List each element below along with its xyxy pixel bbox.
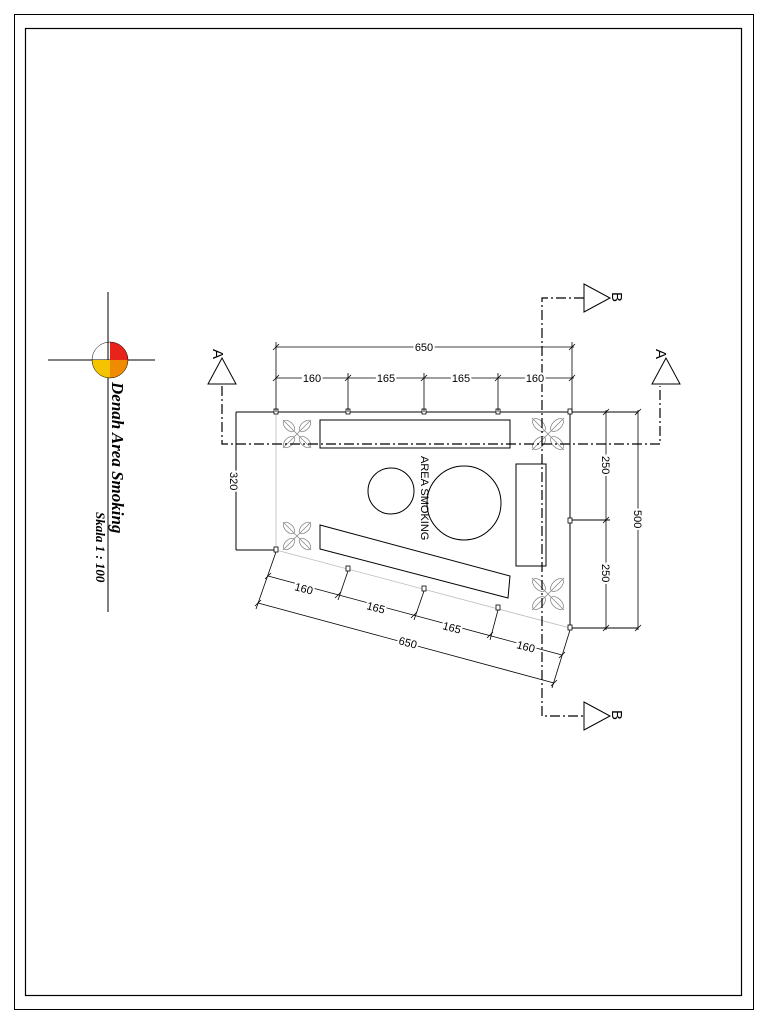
dim-top-seg-2: 165 (377, 373, 395, 385)
dim-right-seg-2: 250 (599, 564, 611, 582)
table-large (426, 465, 502, 541)
section-a-left-arrow-icon (207, 356, 237, 385)
bench-top (319, 419, 511, 449)
north-logo-icon (91, 341, 129, 379)
dim-bottom-seg-3: 165 (441, 620, 462, 636)
section-a-right-arrow-icon (651, 356, 681, 385)
room-plan (235, 408, 638, 631)
bottom-dimension-lines (254, 551, 571, 689)
dim-bottom-seg-4: 160 (515, 639, 536, 655)
column-marker (345, 565, 351, 572)
column-marker (567, 517, 573, 524)
plant-icon (531, 577, 565, 611)
drawing-title: Denah Area Smoking (108, 381, 127, 534)
top-dimension-lines (272, 342, 576, 412)
room-label: AREA SMOKING (418, 456, 430, 540)
dim-top-total: 650 (415, 342, 433, 354)
section-b-line (541, 283, 612, 731)
bench-right (515, 463, 547, 567)
plant-icon (282, 521, 312, 551)
plant-icon (282, 419, 312, 449)
section-b-bottom-arrow-icon (583, 701, 612, 731)
right-dimension-lines (602, 408, 642, 632)
inner-border (24, 27, 743, 997)
dim-bottom-total: 650 (397, 635, 418, 651)
dim-top-seg-1: 160 (303, 373, 321, 385)
column-marker (567, 408, 573, 415)
section-b-top-arrow-icon (583, 283, 612, 313)
column-marker (495, 604, 501, 611)
table-small (367, 467, 415, 515)
dim-top-seg-4: 160 (526, 373, 544, 385)
dim-right-total: 500 (631, 510, 643, 528)
dim-bottom-seg-2: 165 (365, 600, 386, 616)
plant-icons (282, 417, 565, 611)
dim-left-height: 320 (227, 472, 239, 490)
dim-bottom-seg-1: 160 (293, 581, 314, 597)
outer-border (14, 14, 754, 1010)
bench-slanted (319, 524, 511, 599)
section-b-bottom-label: B (608, 710, 625, 720)
section-a-right-label: A (652, 349, 669, 359)
column-marker (273, 546, 279, 553)
column-marker (421, 585, 427, 592)
section-a-left-label: A (209, 349, 226, 359)
plant-icon (531, 417, 565, 451)
column-marker (567, 624, 573, 631)
dim-top-seg-3: 165 (452, 373, 470, 385)
section-a-line (207, 356, 681, 445)
dim-right-seg-1: 250 (599, 456, 611, 474)
section-b-top-label: B (608, 292, 625, 302)
title-block: Denah Area Smoking Skala 1 : 100 (48, 292, 155, 612)
drawing-scale: Skala 1 : 100 (93, 512, 108, 583)
